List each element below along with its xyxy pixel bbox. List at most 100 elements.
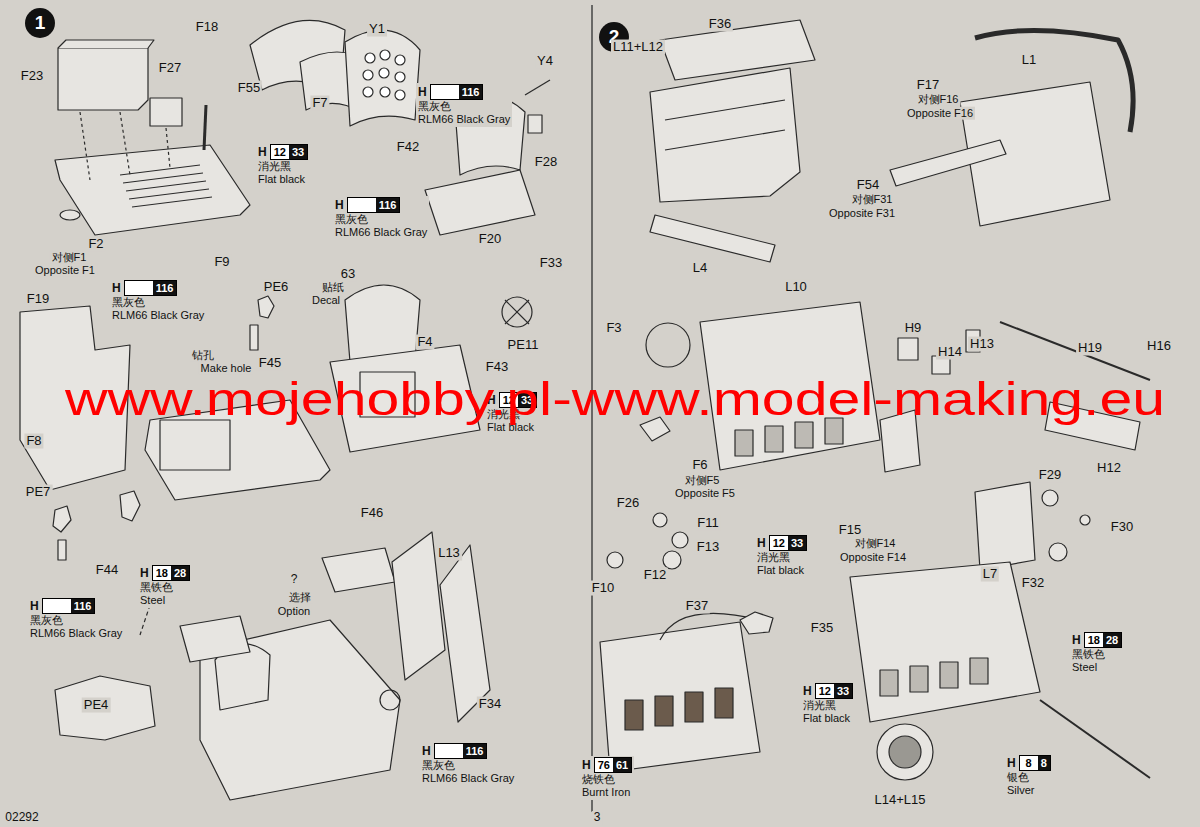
paint-name: Flat black [803,712,853,725]
paint-code: 116 [153,281,177,295]
paint-code-box: 116 [124,280,178,296]
paint-number: 12 [816,684,834,698]
part-label: Decal [310,294,342,307]
paint-code-box: 88 [1019,755,1051,771]
paint-code: 33 [834,684,852,698]
paint-code-box: 1233 [769,535,808,551]
part-label: F32 [1020,576,1046,591]
paint-code-row: H1233 [258,144,308,160]
step-number: 1 [25,8,55,38]
part-label: F37 [684,599,710,614]
part-label: F3 [604,321,623,336]
paint-white-box [348,198,376,212]
part-label: 对侧F16 [916,93,961,106]
paint-code-row: H116 [418,84,510,100]
paint-code: 33 [289,145,307,159]
part-label: Opposite F5 [673,487,737,500]
paint-brand: H [112,281,121,295]
paint-callout: H1828黑铁色Steel [138,564,192,608]
part-label: F6 [690,458,709,473]
part-label: F55 [236,81,262,96]
part-label: F9 [212,255,231,270]
paint-code-row: H7661 [582,757,632,773]
paint-name: 黑铁色 [140,581,190,594]
part-label: F7 [310,96,329,111]
paint-code-row: H1828 [1072,632,1122,648]
paint-brand: H [258,145,267,159]
paint-name: 消光黑 [803,699,853,712]
part-label: F45 [257,356,283,371]
part-label: H13 [968,337,996,352]
paint-code: 28 [1103,633,1121,647]
paint-brand: H [422,744,431,758]
paint-number: 12 [271,145,289,159]
paint-callout: H116黑灰色RLM66 Black Gray [416,83,512,127]
part-label: F17 [915,78,941,93]
part-label: F15 [837,523,863,538]
part-label: L13 [436,546,462,561]
paint-number: 12 [770,536,788,550]
paint-name: RLM66 Black Gray [418,113,510,126]
paint-code-box: 7661 [594,757,633,773]
part-label: H12 [1095,461,1123,476]
part-label: 对侧F14 [853,537,898,550]
part-label: F26 [615,496,641,511]
paint-name: 银色 [1007,771,1051,784]
part-label: L1 [1020,53,1038,68]
paint-code-row: H1233 [803,683,853,699]
paint-name: RLM66 Black Gray [335,226,427,239]
paint-code-row: H88 [1007,755,1051,771]
paint-callout: H116黑灰色RLM66 Black Gray [28,597,124,641]
paint-code-box: 1233 [270,144,309,160]
paint-callout: H116黑灰色RLM66 Black Gray [333,196,429,240]
paint-brand: H [803,684,812,698]
part-label: 钻孔 [190,349,216,362]
step-number-text: 1 [35,12,46,34]
part-label: F43 [484,360,510,375]
part-label: H19 [1076,341,1104,356]
paint-name: RLM66 Black Gray [30,627,122,640]
paint-code-row: H116 [422,743,514,759]
paint-white-box [435,744,463,758]
part-label: F27 [157,61,183,76]
paint-code-box: 116 [430,84,484,100]
paint-number: 18 [153,566,171,580]
part-label: 3 [592,811,603,825]
paint-name: 黑铁色 [1072,648,1122,661]
part-label: F10 [590,581,616,596]
paint-callout: H1828黑铁色Steel [1070,631,1124,675]
paint-code: 33 [788,536,806,550]
part-label: Opposite F16 [905,107,975,120]
part-label: PE4 [82,698,111,713]
paint-number: 8 [1020,756,1038,770]
part-label: Option [276,605,312,618]
paint-code-box: 1828 [1084,632,1123,648]
part-label: 02292 [3,811,40,825]
paint-name: 黑灰色 [418,100,510,113]
paint-name: 黑灰色 [112,296,204,309]
paint-name: 消光黑 [757,551,807,564]
paint-brand: H [30,599,39,613]
part-label: L7 [981,567,999,582]
part-label: F19 [25,292,51,307]
paint-code-box: 116 [347,197,401,213]
part-label: Opposite F1 [33,264,97,277]
paint-callout: H116黑灰色RLM66 Black Gray [420,742,516,786]
part-label: ? [289,573,300,587]
paint-white-box [43,599,71,613]
watermark: www.mojehobby.pl-www.model-making.eu [65,373,1165,426]
part-label: Opposite F14 [838,551,908,564]
paint-code-box: 1828 [152,565,191,581]
paint-callout: H1233消光黑Flat black [755,534,809,578]
part-label: H9 [903,321,924,336]
paint-name: Steel [140,594,190,607]
paint-code-box: 1233 [815,683,854,699]
paint-brand: H [582,758,591,772]
part-label: L11+L12 [611,40,665,55]
part-label: 对侧F5 [683,474,722,487]
part-label: F35 [809,621,835,636]
paint-callout: H88银色Silver [1005,754,1053,798]
part-label: F23 [19,69,45,84]
part-label: Make hole [199,362,254,375]
paint-number: 76 [595,758,613,772]
